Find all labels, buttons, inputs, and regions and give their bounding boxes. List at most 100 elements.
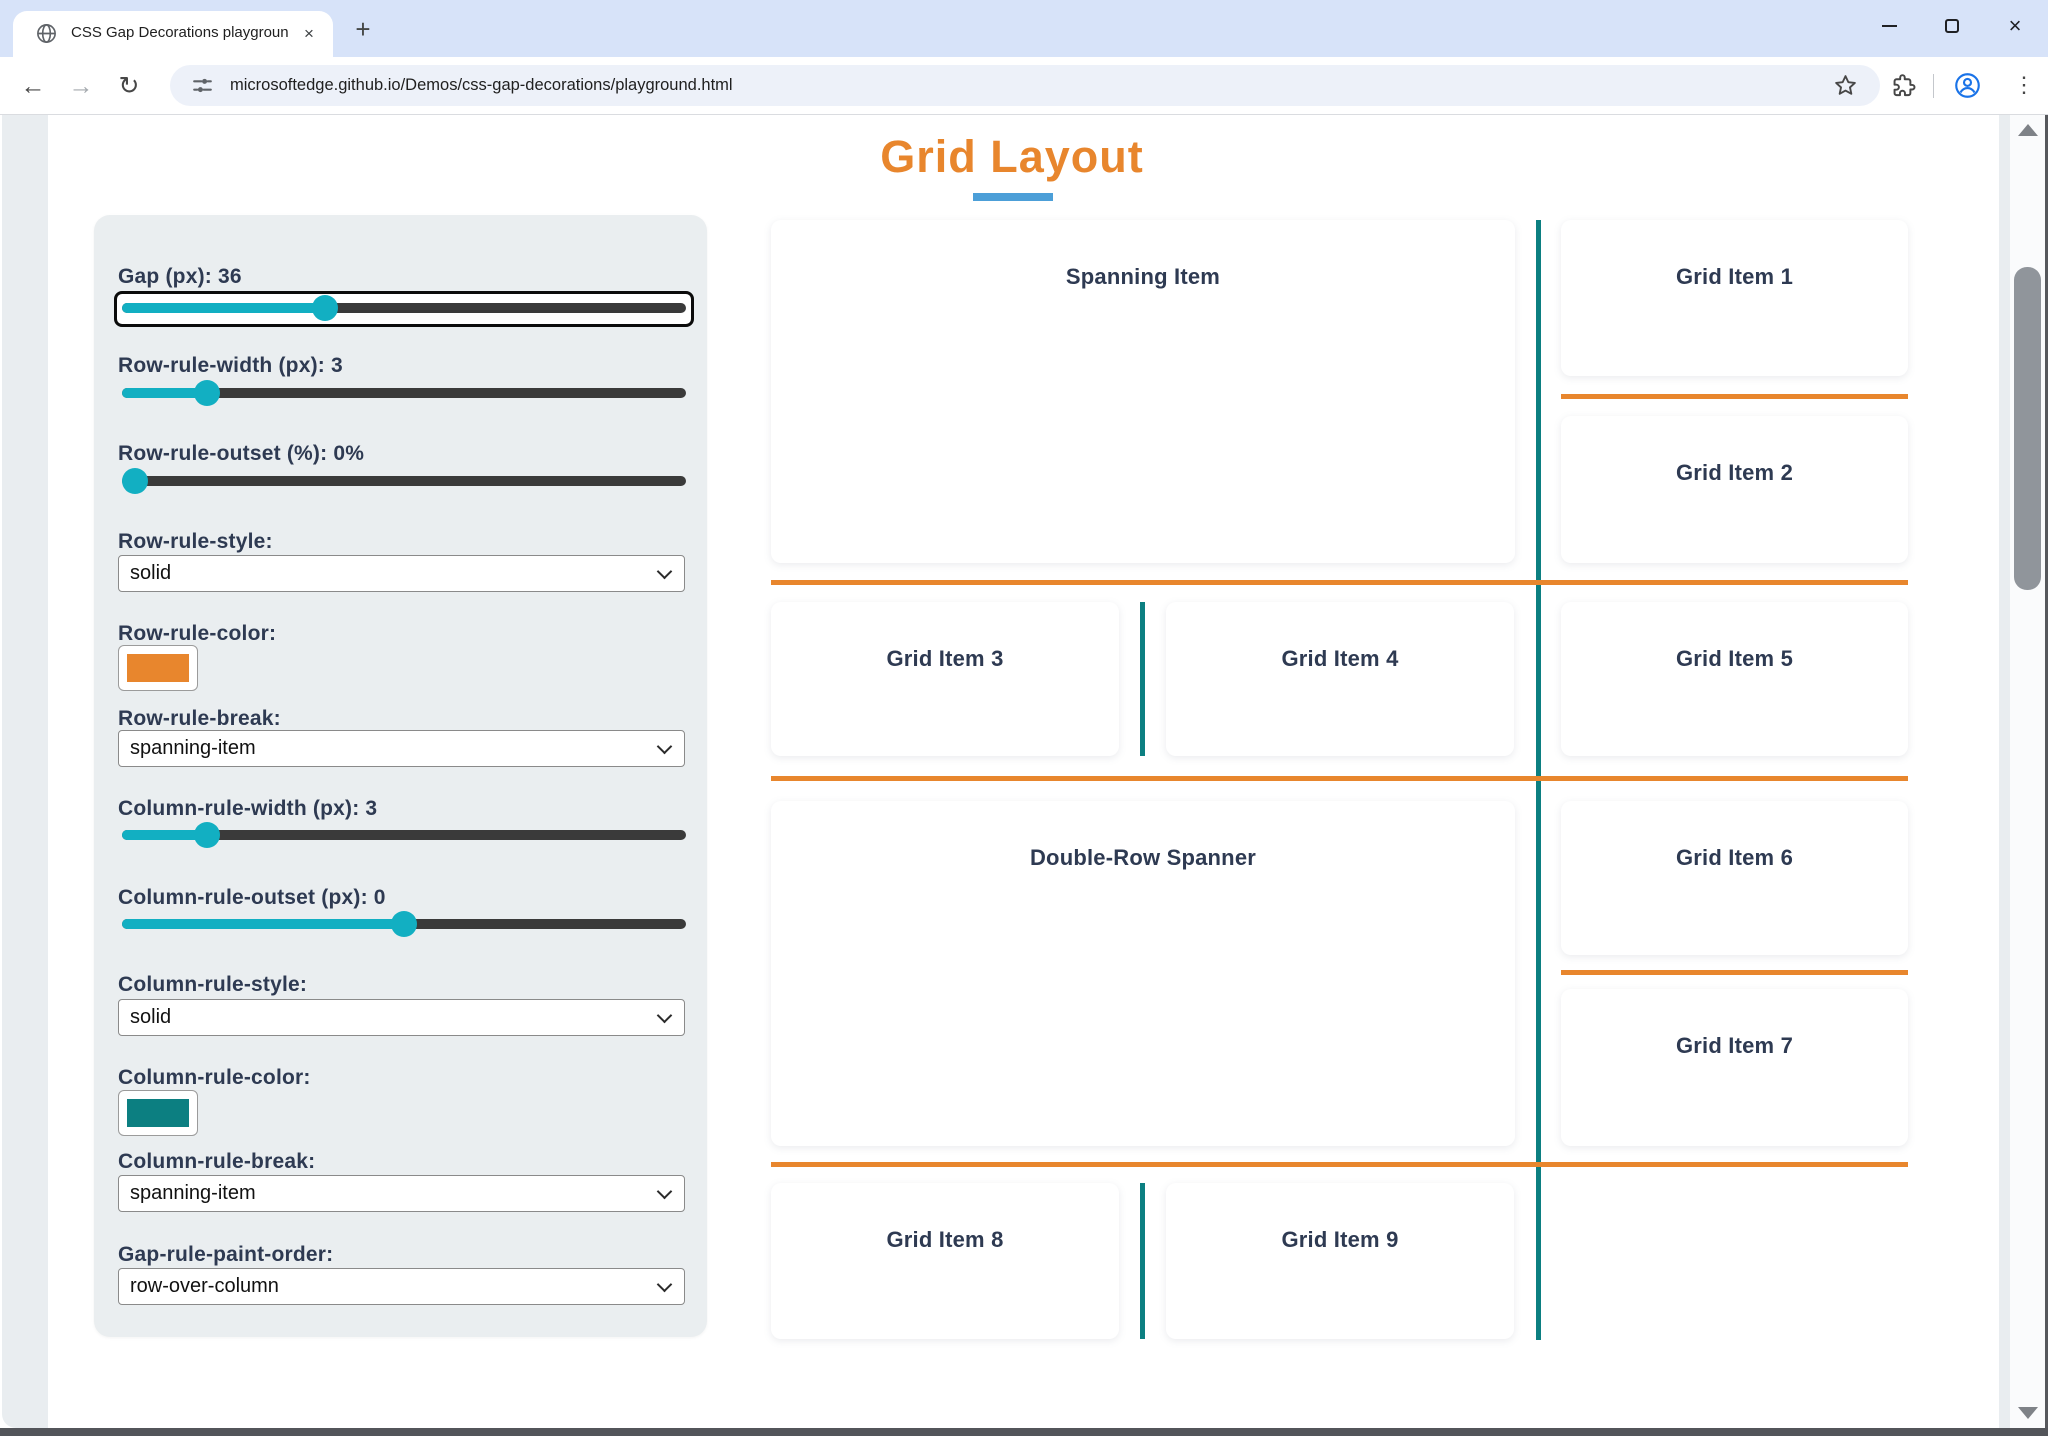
slider-thumb[interactable] <box>194 380 220 406</box>
grid-card-item-4: Grid Item 4 <box>1166 602 1514 756</box>
card-label: Spanning Item <box>1065 264 1221 289</box>
grid-card-item-1: Grid Item 1 <box>1561 220 1908 376</box>
column-rule-style-select[interactable]: solid <box>118 999 685 1036</box>
selected-value: solid <box>130 562 172 584</box>
page-right-gutter <box>1999 115 2010 1428</box>
forward-button[interactable]: → <box>68 71 94 100</box>
minimize-icon <box>1881 25 1897 27</box>
column-rule-width-slider[interactable] <box>122 822 686 848</box>
row-rule-width-slider[interactable] <box>122 380 686 406</box>
new-tab-button[interactable]: + <box>355 13 371 44</box>
column-rule-break-label: Column-rule-break: <box>118 1150 316 1173</box>
profile-avatar-icon[interactable] <box>1954 72 1981 99</box>
slider-track[interactable] <box>122 830 686 840</box>
reload-button[interactable]: ↻ <box>118 72 140 100</box>
chevron-down-icon <box>656 563 673 580</box>
window-maximize-button[interactable] <box>1921 0 1983 52</box>
chevron-down-icon <box>656 738 673 755</box>
browser-tab[interactable]: CSS Gap Decorations playgroun × <box>13 11 333 57</box>
row-rule-style-label: Row-rule-style: <box>118 530 273 553</box>
card-label: Grid Item 7 <box>1675 1033 1794 1058</box>
row-rule-outset-slider[interactable] <box>122 468 686 494</box>
card-label: Grid Item 1 <box>1675 264 1794 289</box>
page-title: Grid Layout <box>880 131 1144 182</box>
column-rule-outset-slider[interactable] <box>122 911 686 937</box>
tab-strip: CSS Gap Decorations playgroun × + × <box>0 0 2048 57</box>
column-rule-outset-label: Column-rule-outset (px): 0 <box>118 886 386 909</box>
controls-sidebar: Gap (px): 36 Row-rule-width (px): 3 Row-… <box>94 215 707 1337</box>
close-icon: × <box>2008 13 2022 38</box>
column-rule-color-label: Column-rule-color: <box>118 1066 311 1089</box>
page-left-gutter <box>2 115 48 1428</box>
card-label: Grid Item 2 <box>1675 460 1794 485</box>
column-rule-color-picker[interactable] <box>118 1090 198 1136</box>
slider-track[interactable] <box>122 388 686 398</box>
chevron-down-icon <box>656 1276 673 1293</box>
row-rule-width-label: Row-rule-width (px): 3 <box>118 354 343 377</box>
row-rule-full-b <box>771 776 1908 781</box>
selected-value: spanning-item <box>130 737 256 759</box>
window-minimize-button[interactable] <box>1858 0 1920 52</box>
grid-card-item-8: Grid Item 8 <box>771 1183 1119 1339</box>
row-rule-break-select[interactable]: spanning-item <box>118 730 685 767</box>
row-rule-break-label: Row-rule-break: <box>118 707 281 730</box>
column-rule-break-select[interactable]: spanning-item <box>118 1175 685 1212</box>
card-label: Double-Row Spanner <box>1029 845 1257 870</box>
row-rule-col3-b <box>1561 970 1908 975</box>
row-rule-full-a <box>771 580 1908 585</box>
grid-card-item-6: Grid Item 6 <box>1561 801 1908 955</box>
toolbar-divider <box>1933 74 1934 98</box>
slider-thumb[interactable] <box>391 911 417 937</box>
title-underline <box>973 193 1053 201</box>
card-label: Grid Item 8 <box>886 1227 1004 1252</box>
gap-slider[interactable] <box>122 295 686 321</box>
slider-track[interactable] <box>122 303 686 313</box>
bookmark-star-icon[interactable] <box>1833 73 1858 98</box>
gap-slider-label: Gap (px): 36 <box>118 265 242 288</box>
page-viewport: Grid Layout Gap (px): 36 Row-rule-width … <box>0 115 2048 1428</box>
slider-thumb[interactable] <box>194 822 220 848</box>
vertical-scrollbar[interactable] <box>2010 115 2045 1428</box>
gap-rule-paint-order-select[interactable]: row-over-column <box>118 1268 685 1305</box>
tab-close-icon[interactable]: × <box>304 24 314 43</box>
grid-playground: Spanning Item Grid Item 1 Grid Item 2 Gr… <box>771 220 1908 1340</box>
back-button[interactable]: ← <box>20 71 46 100</box>
extensions-puzzle-icon[interactable] <box>1890 73 1916 99</box>
site-info-icon[interactable] <box>190 73 215 98</box>
color-swatch <box>127 654 189 682</box>
card-label: Grid Item 6 <box>1675 845 1794 870</box>
toolbar-divider-line <box>0 114 2048 115</box>
grid-card-item-3: Grid Item 3 <box>771 602 1119 756</box>
selected-value: row-over-column <box>130 1275 279 1297</box>
scrollbar-up-arrow[interactable] <box>2018 124 2038 136</box>
grid-card-item-9: Grid Item 9 <box>1166 1183 1514 1339</box>
slider-fill <box>122 303 325 313</box>
window-close-button[interactable]: × <box>1984 0 2046 52</box>
slider-fill <box>122 388 207 398</box>
row-rule-style-select[interactable]: solid <box>118 555 685 592</box>
column-rule-style-label: Column-rule-style: <box>118 973 308 996</box>
gap-rule-paint-order-label: Gap-rule-paint-order: <box>118 1243 334 1266</box>
slider-track[interactable] <box>122 476 686 486</box>
browser-menu-kebab-icon[interactable]: ⋮ <box>2013 72 2035 97</box>
row-rule-color-label: Row-rule-color: <box>118 622 277 645</box>
slider-fill <box>122 919 404 929</box>
address-bar[interactable]: microsoftedge.github.io/Demos/css-gap-de… <box>170 65 1880 106</box>
grid-card-double-row-spanner: Double-Row Spanner <box>771 801 1515 1146</box>
url-text[interactable]: microsoftedge.github.io/Demos/css-gap-de… <box>230 76 733 94</box>
selected-value: solid <box>130 1006 172 1028</box>
grid-card-item-5: Grid Item 5 <box>1561 602 1908 756</box>
row-rule-color-picker[interactable] <box>118 645 198 691</box>
scrollbar-down-arrow[interactable] <box>2018 1407 2038 1419</box>
scrollbar-thumb[interactable] <box>2014 267 2041 590</box>
slider-thumb[interactable] <box>312 295 338 321</box>
slider-fill <box>122 830 207 840</box>
card-label: Grid Item 5 <box>1675 646 1794 671</box>
tab-title: CSS Gap Decorations playgroun <box>71 24 289 41</box>
column-rule-width-label: Column-rule-width (px): 3 <box>118 797 378 820</box>
window-right-border <box>2045 115 2048 1436</box>
slider-thumb[interactable] <box>122 468 148 494</box>
grid-card-spanning-item: Spanning Item <box>771 220 1515 563</box>
chevron-down-icon <box>656 1183 673 1200</box>
maximize-icon <box>1945 19 1959 33</box>
